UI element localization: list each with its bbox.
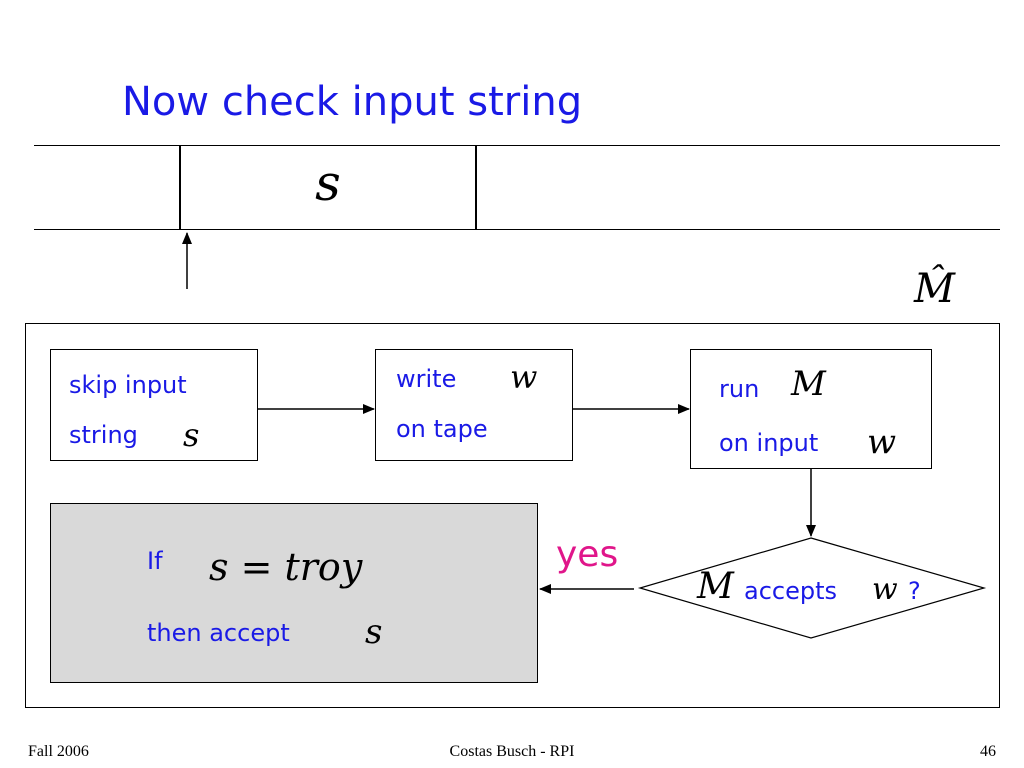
on-input-label: on input xyxy=(719,429,819,457)
machine-label: M̂ xyxy=(914,266,955,312)
on-tape-label: on tape xyxy=(396,415,488,443)
yes-label: yes xyxy=(556,534,619,575)
slide-title: Now check input string xyxy=(122,79,583,125)
accept-box: If s = troy then accept s xyxy=(50,503,538,683)
machine-frame xyxy=(25,323,1000,708)
tape-top-line xyxy=(34,145,1000,146)
decision-question-mark: ? xyxy=(908,577,921,605)
skip-input-label: skip input xyxy=(69,371,187,399)
decision-accepts-label: accepts xyxy=(744,577,838,605)
write-label: write xyxy=(396,365,457,393)
run-var-m: M xyxy=(791,364,826,404)
write-var-w: w xyxy=(510,358,538,396)
run-label: run xyxy=(719,375,760,403)
run-var-w: w xyxy=(867,422,897,462)
tape-cell: s xyxy=(179,145,477,229)
condition-expression: s = troy xyxy=(209,545,363,589)
skip-input-box: skip input string s xyxy=(50,349,258,461)
if-label: If xyxy=(147,547,163,575)
footer-date: Fall 2006 xyxy=(28,743,89,760)
then-accept-label: then accept xyxy=(147,619,290,647)
skip-string-label: string xyxy=(69,421,138,449)
accept-var-s: s xyxy=(365,612,383,652)
tape-bottom-line xyxy=(34,229,1000,230)
footer-page-number: 46 xyxy=(980,743,996,760)
run-box: run M on input w xyxy=(690,349,932,469)
decision-var-m: M xyxy=(697,566,734,607)
decision-var-w: w xyxy=(872,572,898,607)
decision-diamond xyxy=(637,537,987,639)
tape-symbol: s xyxy=(315,154,341,212)
skip-var-s: s xyxy=(183,416,200,454)
footer-author: Costas Busch - RPI xyxy=(449,743,575,760)
write-box: write w on tape xyxy=(375,349,573,461)
